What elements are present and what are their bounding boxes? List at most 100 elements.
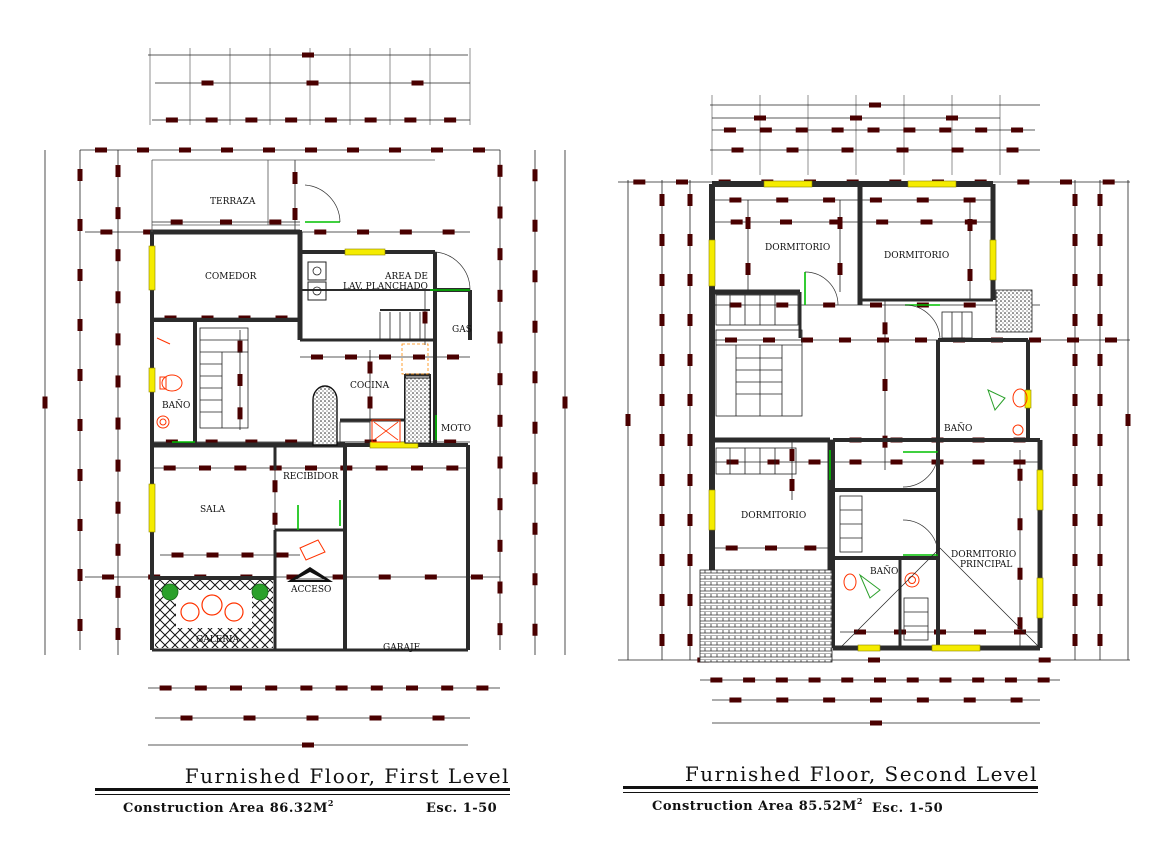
dimension-mark [137, 147, 149, 153]
dimension-mark [808, 677, 821, 683]
dimension-mark [687, 514, 693, 526]
dimension-mark [951, 147, 964, 153]
dimension-mark [399, 229, 412, 235]
dimension-mark [201, 80, 214, 86]
dimension-mark [276, 552, 289, 558]
dimension-mark [165, 117, 178, 123]
dimension-mark [1072, 234, 1078, 246]
dimension-mark [659, 594, 665, 606]
dimension-marks-first [42, 52, 568, 748]
dimension-mark [687, 394, 693, 406]
dimension-mark [659, 194, 665, 206]
dimension-mark [939, 677, 952, 683]
dimension-mark [963, 197, 976, 203]
dimension-mark [868, 657, 880, 663]
dimension-mark [389, 147, 401, 153]
skylight-diagonal [839, 547, 941, 649]
dimension-mark [171, 552, 184, 558]
dimension-mark [776, 697, 789, 703]
dimension-mark [237, 340, 243, 353]
dimension-mark [975, 127, 988, 133]
scale-first: Esc. 1-50 [426, 801, 497, 816]
dimension-mark [849, 459, 862, 465]
dimension-mark [974, 629, 986, 635]
dimension-mark [77, 519, 83, 531]
dimension-mark [687, 634, 693, 646]
dimension-mark [77, 219, 83, 231]
dimension-mark [1072, 594, 1078, 606]
dimension-mark [687, 274, 693, 286]
second-level-stairs [715, 294, 973, 641]
dimension-mark [532, 522, 538, 535]
scale-second: Esc. 1-50 [872, 801, 943, 816]
dimension-mark [369, 715, 382, 721]
dimension-mark [42, 396, 48, 409]
dimension-mark [767, 459, 780, 465]
dimension-mark [1102, 179, 1115, 185]
second-level-windows [708, 180, 1044, 652]
room-label-dormitorio-3: DORMITORIO [741, 511, 806, 521]
dimension-mark [1125, 414, 1131, 426]
kitchen-fixtures [307, 261, 431, 446]
dimension-mark [839, 337, 851, 343]
dimension-mark [745, 217, 751, 229]
room-label-sala: SALA [200, 505, 226, 515]
dimension-mark [1072, 314, 1078, 326]
plan-title-second: Furnished Floor, Second Level [685, 762, 1038, 786]
dimension-mark [1004, 677, 1017, 683]
construction-area-first: Construction Area 86.32M2 [123, 798, 334, 816]
room-label-moto: MOTO [441, 424, 471, 434]
dimension-mark [347, 147, 359, 153]
dimension-mark [205, 439, 218, 445]
dimension-mark [808, 459, 821, 465]
dimension-mark [725, 337, 737, 343]
dimension-mark [77, 169, 83, 181]
dimension-mark [306, 80, 319, 86]
dimension-mark [497, 498, 503, 511]
dimension-mark [633, 179, 646, 185]
dimension-mark [906, 677, 919, 683]
dimension-mark [199, 465, 211, 471]
dimension-mark [77, 619, 83, 631]
dimension-mark [422, 311, 428, 324]
dimension-mark [729, 197, 742, 203]
dimension-mark [413, 354, 425, 360]
dimension-mark [95, 147, 107, 153]
room-label-dormitorio-1: DORMITORIO [765, 243, 830, 253]
dimension-mark [306, 715, 319, 721]
dimension-mark [837, 263, 843, 275]
dimension-mark [272, 480, 278, 493]
dimension-mark [1097, 634, 1103, 646]
dimension-mark [206, 552, 219, 558]
dimension-mark [532, 573, 538, 586]
dimension-mark [194, 685, 207, 691]
room-label-area-de: AREA DE [384, 272, 428, 282]
dimension-mark [245, 439, 258, 445]
dimension-mark [143, 229, 156, 235]
dimension-mark [285, 117, 298, 123]
dimension-mark [302, 742, 314, 748]
dimension-mark [659, 474, 665, 486]
dimension-mark [659, 434, 665, 446]
dimension-mark [687, 314, 693, 326]
dimension-mark [497, 206, 503, 219]
dimension-mark [286, 574, 299, 580]
dimension-mark [165, 439, 178, 445]
dimension-mark [882, 322, 888, 335]
dimension-mark [823, 697, 836, 703]
dimension-mark [1072, 394, 1078, 406]
dimension-mark [1097, 234, 1103, 246]
dimension-mark [77, 369, 83, 381]
dimension-mark [1072, 274, 1078, 286]
dimension-mark [497, 289, 503, 302]
dimension-mark [406, 685, 418, 691]
dimension-mark [115, 585, 121, 598]
dimension-mark [801, 337, 813, 343]
room-label-dormitorio-principal: DORMITORIO [951, 550, 1016, 560]
dimension-lines-first [44, 48, 566, 746]
dimension-mark [497, 414, 503, 427]
dimension-mark [497, 373, 503, 386]
first-level-stairs [199, 312, 421, 429]
dimension-mark [659, 354, 665, 366]
dimension-mark [442, 229, 455, 235]
